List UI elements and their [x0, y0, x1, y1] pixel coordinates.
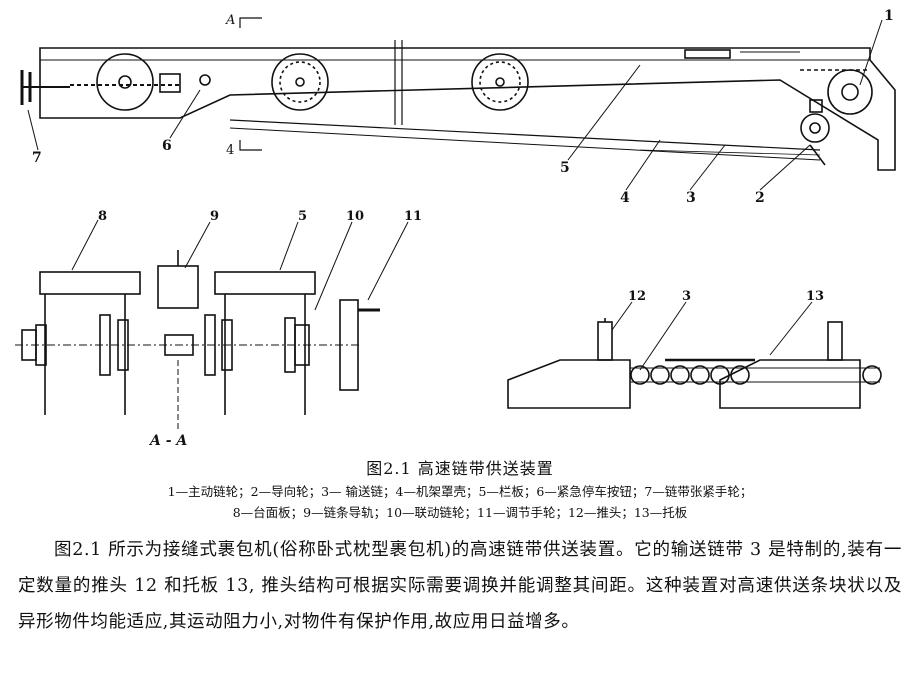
section-view-a-a [15, 219, 409, 430]
chain-detail-view [507, 301, 882, 409]
side-elevation-view [20, 17, 896, 191]
callout-6: 6 [162, 138, 172, 154]
callout-9: 9 [210, 209, 219, 224]
section-label: A - A [148, 433, 187, 449]
callout-1: 1 [884, 8, 894, 24]
callout-13: 13 [806, 289, 824, 304]
figure-caption: 图2.1 高速链带供送装置 [366, 459, 554, 478]
callout-7: 7 [32, 150, 42, 166]
body-paragraph: 图2.1 所示为接缝式裹包机(俗称卧式枕型裹包机)的高速链带供送装置。它的输送链… [18, 540, 902, 632]
callout-11: 11 [404, 209, 422, 224]
callout-3-chain: 3 [682, 289, 691, 304]
callout-8: 8 [98, 209, 107, 224]
conveyor-technical-drawing: 1 2 3 4 5 6 7 A 4 8 9 5 10 11 A - A 12 3… [15, 8, 896, 449]
callout-10: 10 [346, 209, 364, 224]
callout-2: 2 [755, 190, 765, 206]
section-mark-bottom: 4 [226, 143, 234, 158]
callout-4: 4 [620, 190, 630, 206]
section-mark-top: A [225, 13, 235, 28]
callout-3: 3 [686, 190, 696, 206]
callout-5: 5 [560, 160, 570, 176]
figure-legend-line-2: 8—台面板；9—链条导轨；10—联动链轮；11—调节手轮；12—推头；13—托板 [232, 505, 688, 520]
callout-12: 12 [628, 289, 646, 304]
figure-legend-line-1: 1—主动链轮；2—导向轮；3— 输送链；4—机架罩壳；5—栏板；6—紧急停车按钮… [167, 484, 753, 499]
callout-5-section: 5 [298, 209, 307, 224]
